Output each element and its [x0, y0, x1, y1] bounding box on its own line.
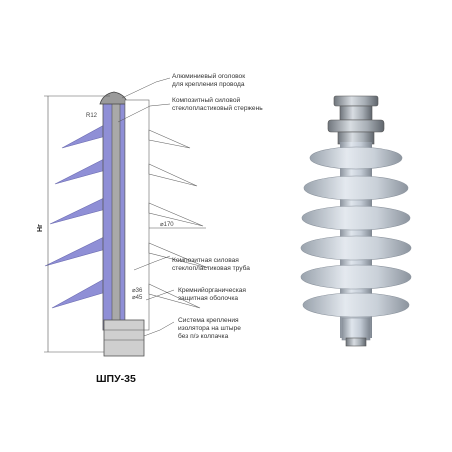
shed-outline-right [124, 99, 209, 331]
photo-sheds [300, 146, 412, 318]
insulator-photo [300, 95, 412, 347]
inner-diameter-2: ⌀45 [132, 295, 143, 301]
model-title: ШПУ-35 [96, 373, 136, 385]
rod-section [111, 99, 121, 349]
cap-callout: Алюминиевый оголовок для крепления прово… [172, 72, 247, 88]
tube-callout: Композитная силовая стеклопластиковая тр… [172, 257, 250, 272]
radius-label: R12 [86, 113, 98, 119]
shed-section-left [44, 123, 107, 309]
height-label: Hг [37, 224, 44, 232]
mount-callout: Система крепления изолятора на штыре без… [178, 317, 243, 340]
rod-callout: Композитный силовой стеклопластиковый ст… [172, 96, 263, 112]
inner-diameter-1: ⌀36 [132, 288, 143, 294]
mount-section [103, 319, 145, 357]
shed-diameter-label: ⌀170 [160, 222, 174, 228]
cross-section-drawing [44, 91, 209, 357]
shell-callout: Кремнийорганическая защитная оболочка [178, 286, 248, 302]
cap-section [99, 91, 129, 105]
leader-lines [117, 77, 175, 337]
height-dimension [44, 95, 110, 353]
